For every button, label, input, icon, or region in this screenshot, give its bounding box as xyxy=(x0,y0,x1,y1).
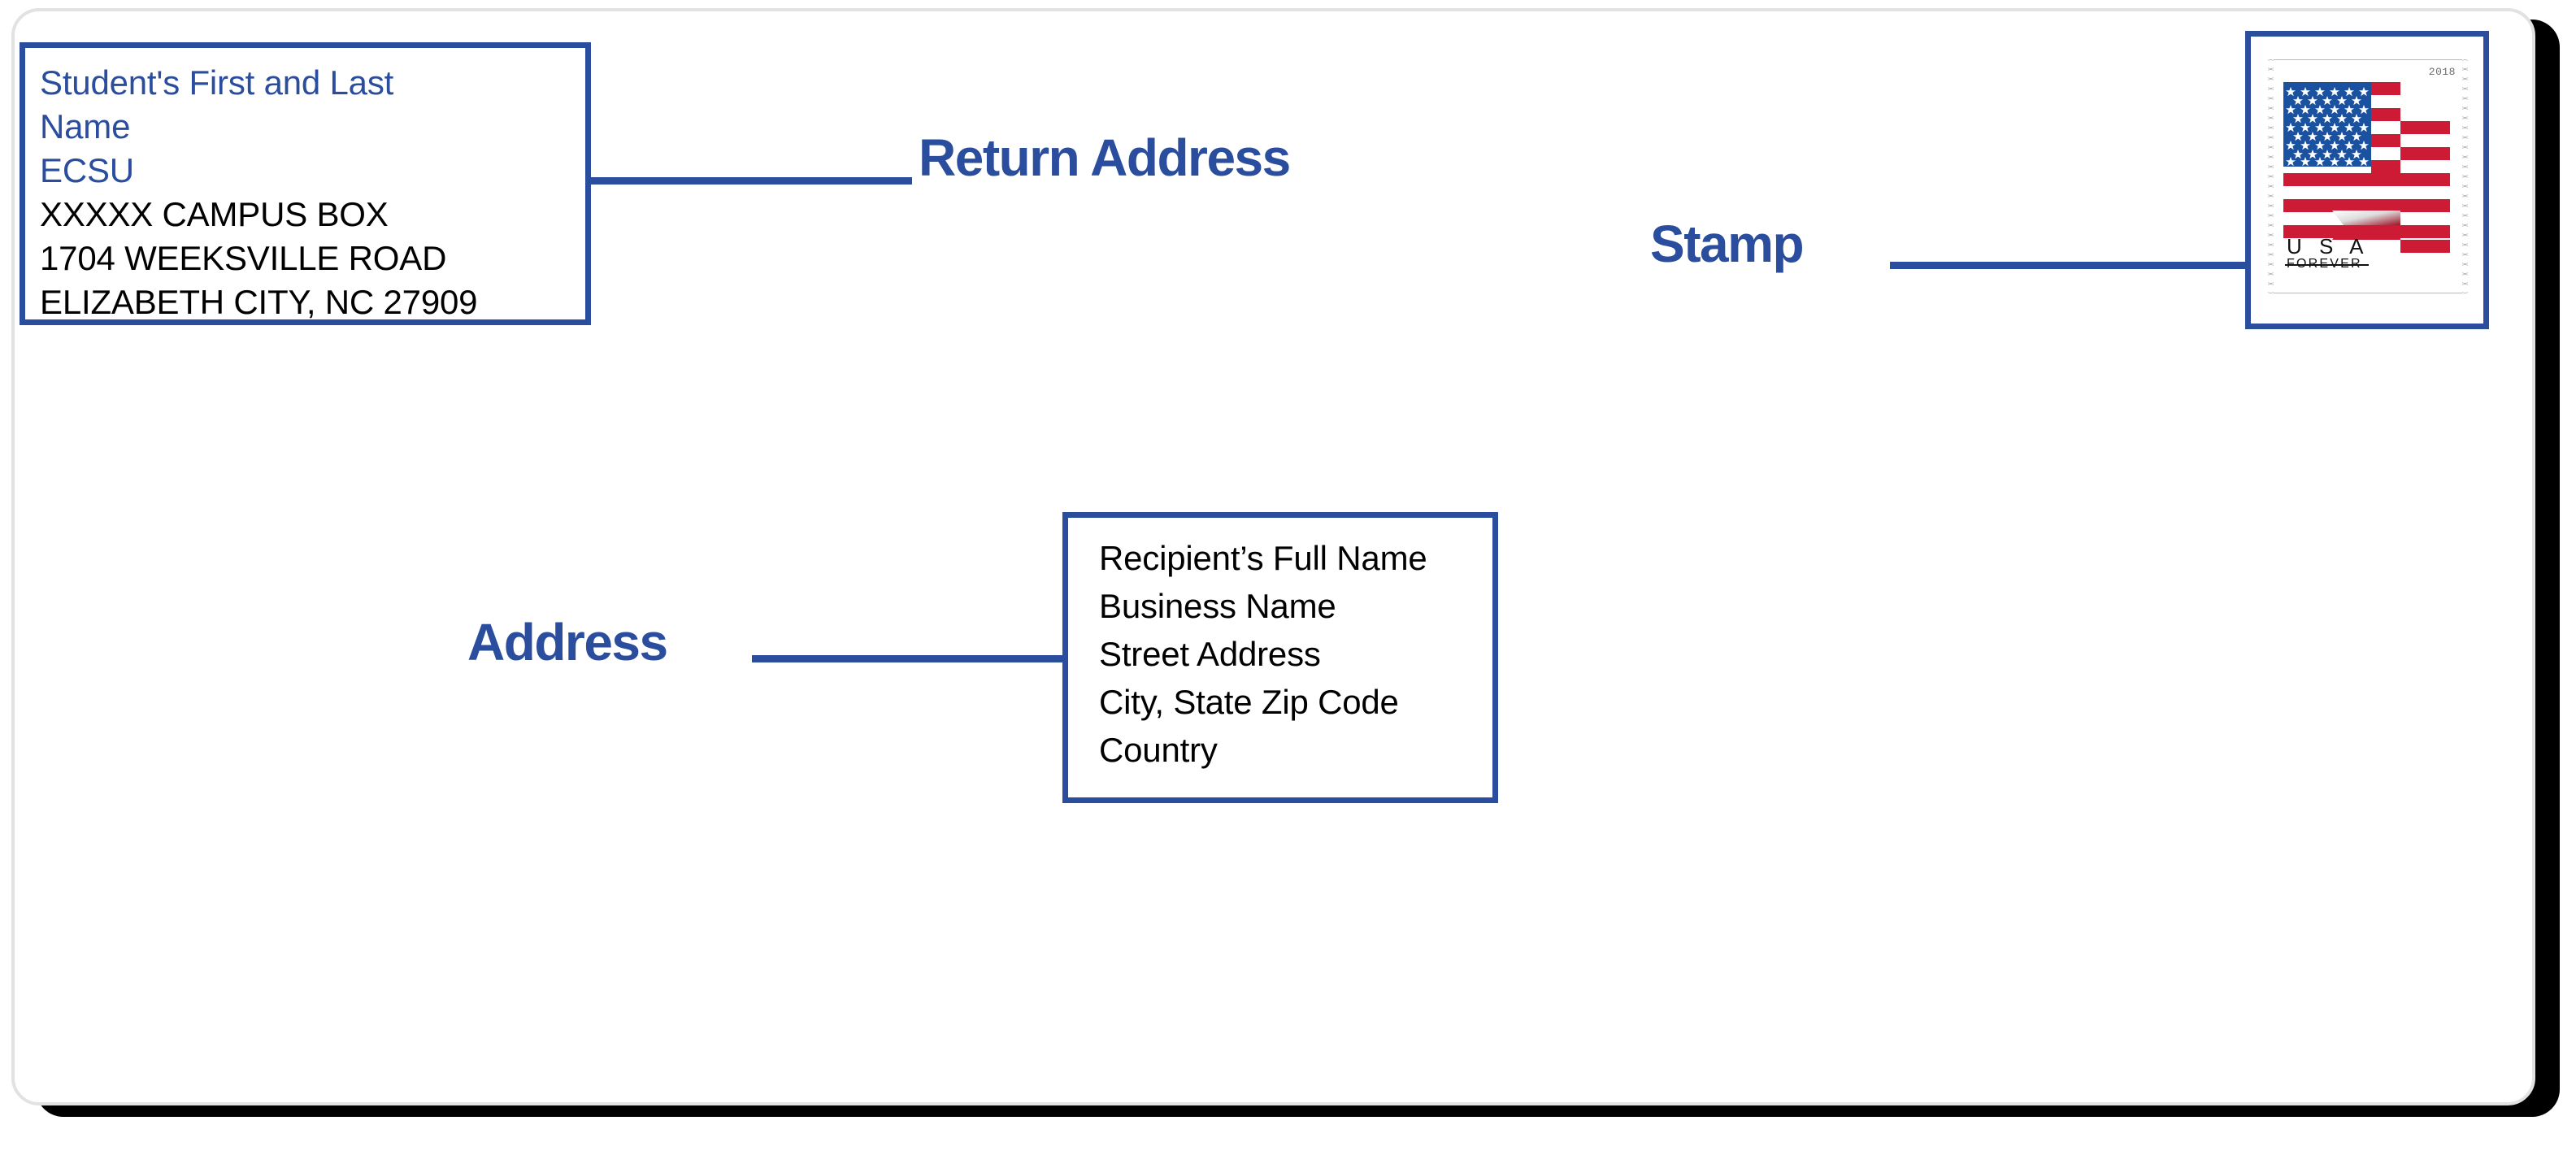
stamp-usa-forever-text: U S A FOREVER xyxy=(2284,234,2370,271)
return-address-box[interactable]: Student's First and Last Name ECSU XXXXX… xyxy=(20,42,591,325)
return-address-line: Student's First and Last xyxy=(40,63,394,102)
stamp-usa-label: U S A xyxy=(2287,234,2370,258)
return-address-line: XXXXX CAMPUS BOX xyxy=(40,195,389,233)
return-address-line: Name xyxy=(40,107,131,146)
return-address-line: ELIZABETH CITY, NC 27909 xyxy=(40,283,478,321)
recipient-address-leader-line xyxy=(752,655,1065,662)
return-address-line: 1704 WEEKSVILLE ROAD xyxy=(40,239,447,277)
return-address-callout-label: Return Address xyxy=(919,128,1291,187)
recipient-address-callout-label: Address xyxy=(467,613,668,671)
return-address-lines: Student's First and Last Name ECSU XXXXX… xyxy=(25,48,585,324)
recipient-address-box[interactable]: Recipient’s Full Name Business Name Stre… xyxy=(1062,512,1498,803)
return-address-leader-line xyxy=(591,177,912,185)
stamp-box[interactable]: 2018 xyxy=(2245,31,2489,329)
stamp-perforation-right-icon xyxy=(2462,59,2468,293)
recipient-address-line: Business Name xyxy=(1099,587,1336,625)
recipient-address-line: Street Address xyxy=(1099,635,1321,673)
return-address-line: ECSU xyxy=(40,151,134,189)
recipient-address-line: Recipient’s Full Name xyxy=(1099,539,1427,577)
stamp-callout-label: Stamp xyxy=(1650,215,1805,273)
stamp-perforation-left-icon xyxy=(2268,59,2274,293)
stamp-year-label: 2018 xyxy=(2428,66,2456,78)
recipient-address-line: City, State Zip Code xyxy=(1099,683,1399,721)
postage-stamp: 2018 xyxy=(2268,59,2468,293)
recipient-address-line: Country xyxy=(1099,731,1218,769)
stamp-forever-label: FOREVER xyxy=(2284,257,2370,271)
stamp-leader-line xyxy=(1890,262,2248,269)
recipient-address-lines: Recipient’s Full Name Business Name Stre… xyxy=(1068,518,1492,774)
us-flag-icon xyxy=(2283,82,2450,253)
